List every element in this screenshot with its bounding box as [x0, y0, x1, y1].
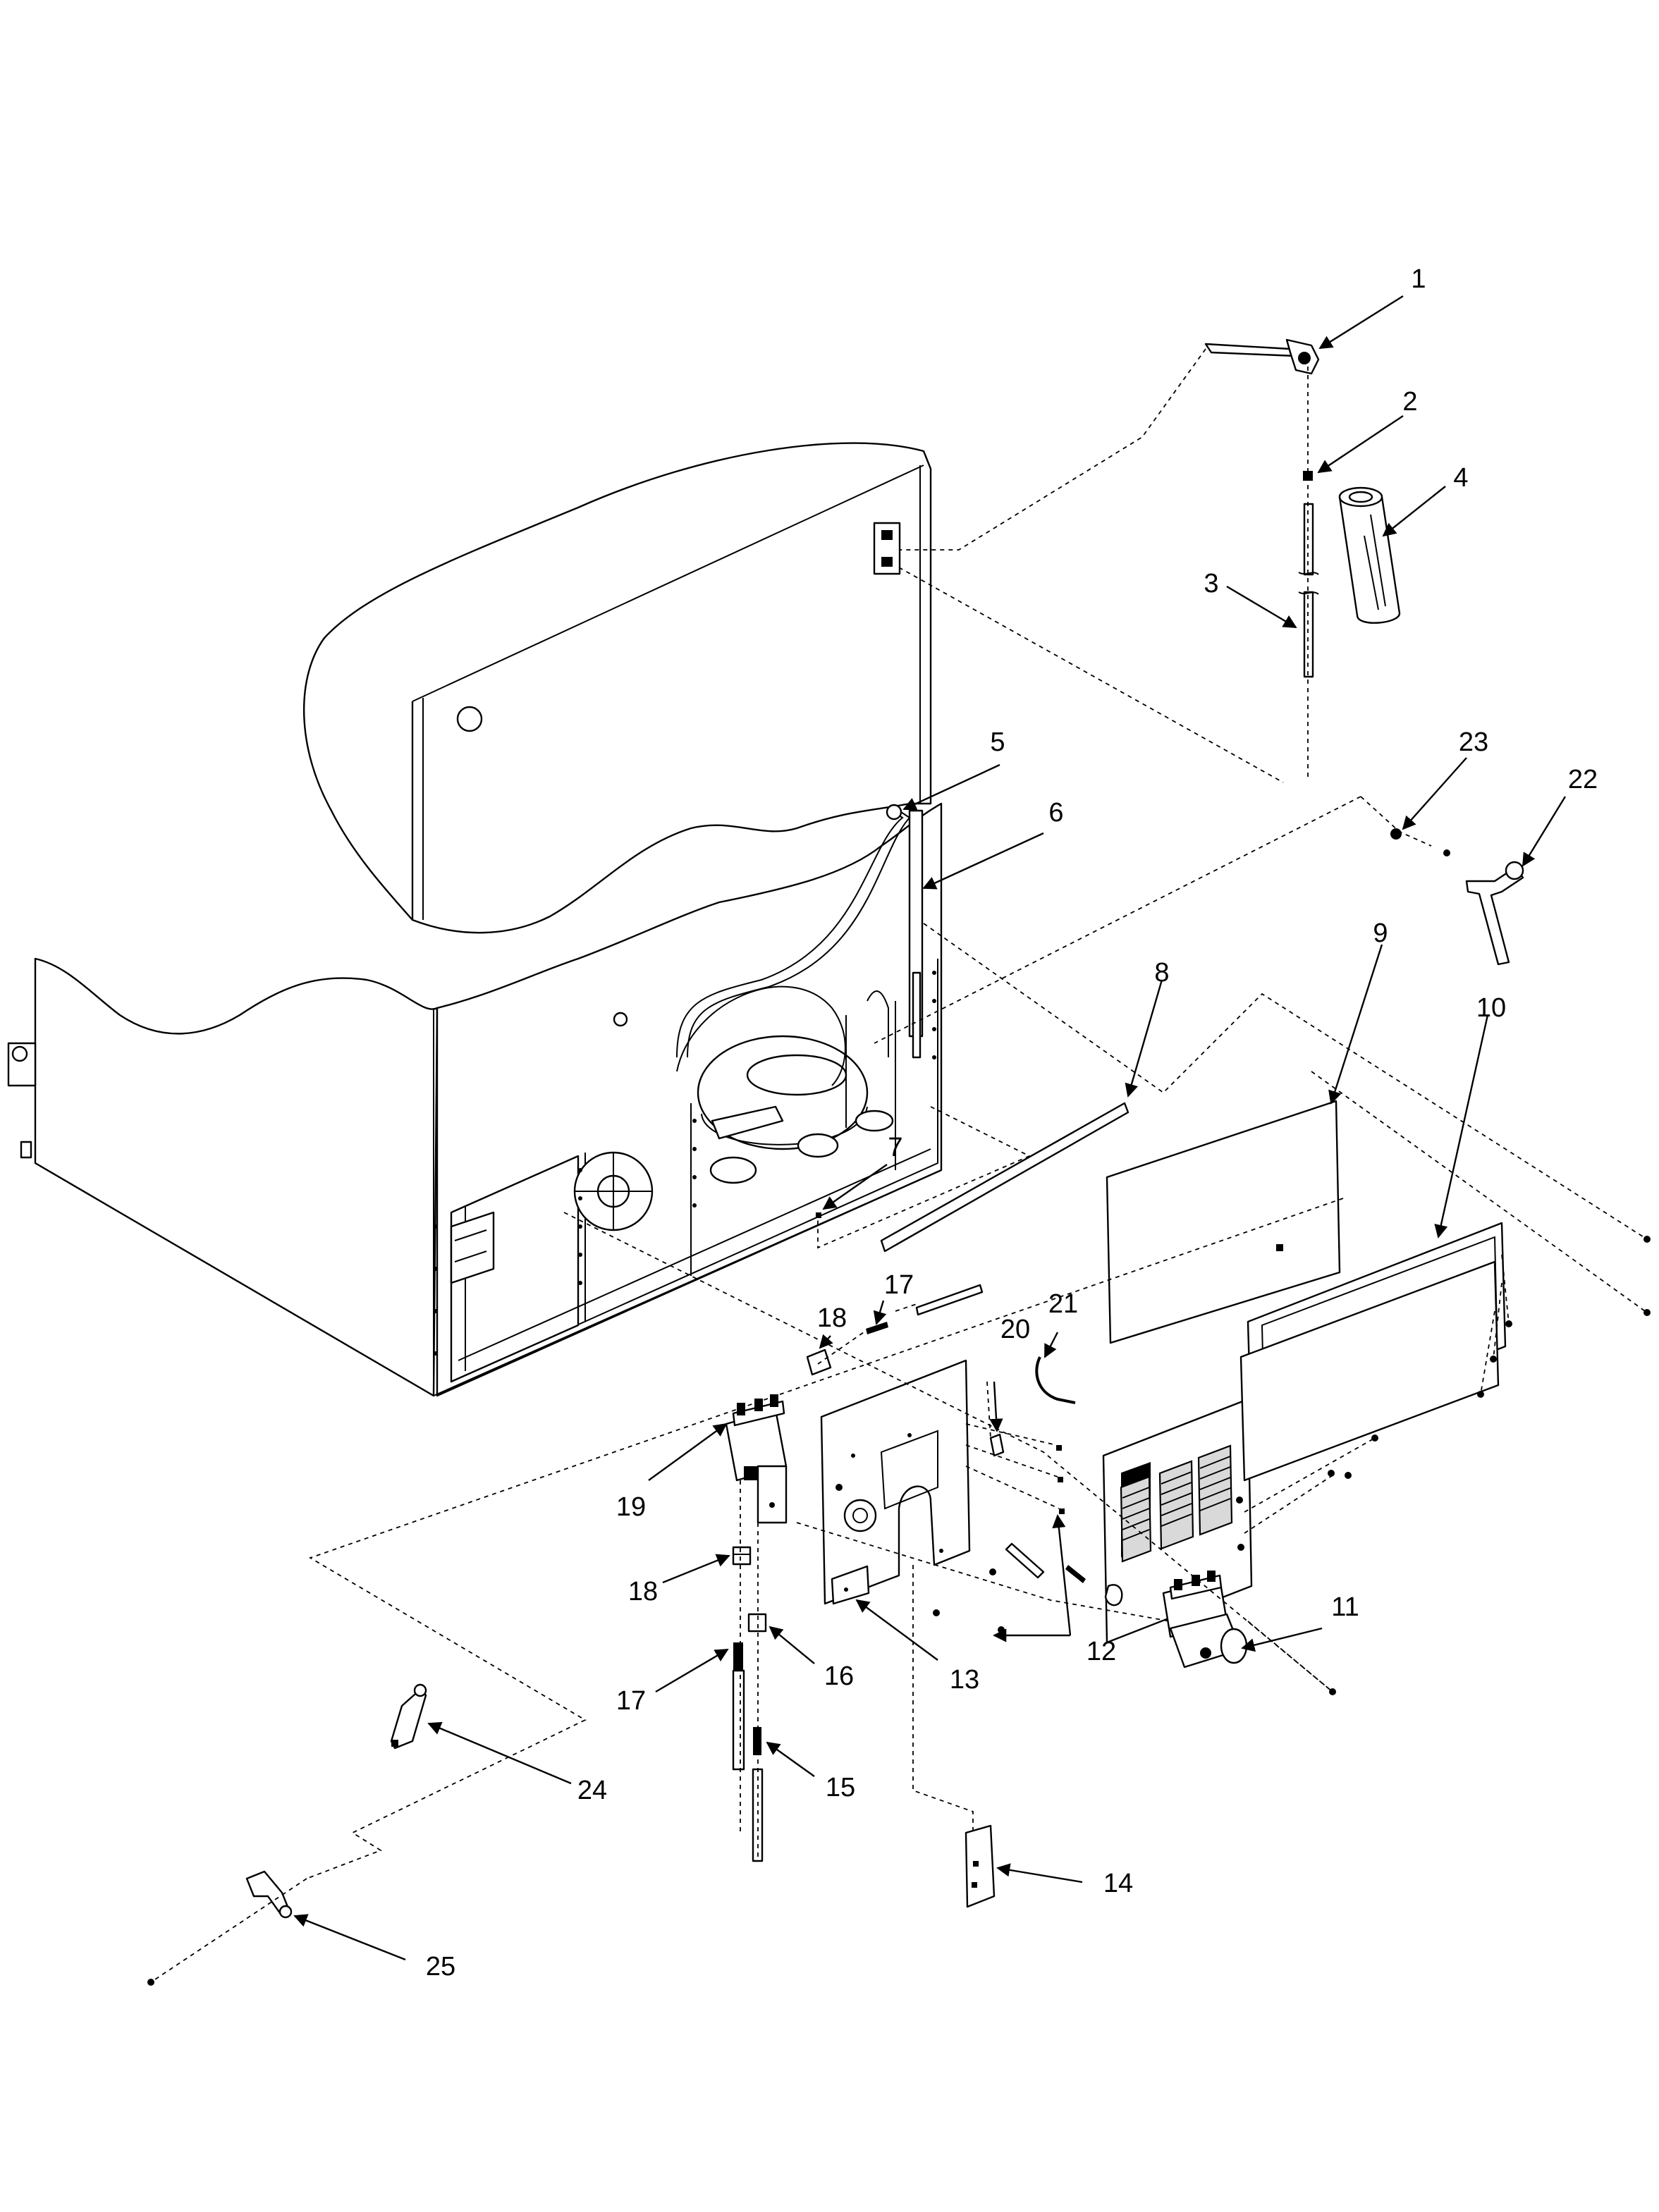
callout-6: 6	[1048, 798, 1063, 828]
callout-23: 23	[1459, 727, 1488, 757]
callout-1: 1	[1411, 264, 1426, 294]
callout-17-bottom: 17	[616, 1686, 646, 1716]
callout-2: 2	[1402, 387, 1417, 417]
solenoid-valves	[725, 1394, 1248, 1669]
callout-21: 21	[1048, 1289, 1078, 1319]
callout-18-bottom: 18	[628, 1577, 658, 1606]
callout-15: 15	[826, 1773, 855, 1802]
callout-19: 19	[616, 1492, 646, 1522]
callout-8: 8	[1154, 958, 1169, 988]
callout-18-top: 18	[817, 1303, 847, 1333]
callout-labels: 1 2 3 4 5 6 7 8 9 10 11 12 13 14 15 16 1…	[426, 264, 1598, 1981]
callout-12: 12	[1086, 1637, 1116, 1666]
drain-parts	[816, 1102, 1130, 1253]
callout-14: 14	[1103, 1869, 1133, 1898]
callout-9: 9	[1373, 918, 1388, 948]
callout-20: 20	[1000, 1315, 1030, 1344]
valve-bracket	[820, 1359, 996, 1908]
refrigerator-cabinet	[7, 442, 943, 1397]
callout-4: 4	[1453, 463, 1468, 493]
water-inlet-assembly	[1204, 338, 1524, 966]
callout-7: 7	[888, 1133, 902, 1162]
callout-16: 16	[824, 1661, 854, 1691]
front-grille-panels	[1102, 1100, 1507, 1644]
leader-lines	[293, 295, 1567, 1961]
callout-10: 10	[1476, 993, 1506, 1023]
callout-24: 24	[577, 1776, 607, 1805]
callout-13: 13	[950, 1665, 979, 1695]
dashed-guide-lines	[150, 348, 1648, 1983]
callout-5: 5	[990, 727, 1005, 757]
callout-22: 22	[1568, 765, 1598, 794]
callout-3: 3	[1204, 569, 1218, 598]
fittings-and-tubes	[147, 1284, 1123, 1986]
callout-17-top: 17	[884, 1270, 914, 1300]
callout-11: 11	[1331, 1592, 1359, 1622]
callout-25: 25	[426, 1952, 455, 1981]
